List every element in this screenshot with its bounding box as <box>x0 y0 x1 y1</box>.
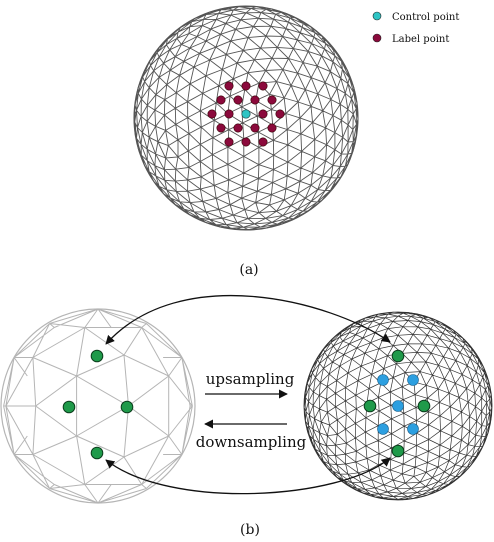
upsampled-point <box>377 374 389 386</box>
label-point <box>207 109 217 119</box>
label-point <box>241 81 251 91</box>
sphere-outline <box>133 5 359 231</box>
label-point <box>241 137 251 147</box>
coarse-vertex-point <box>62 400 76 414</box>
fine-vertex-point <box>363 399 377 413</box>
coarse-vertex-point <box>90 349 104 363</box>
label-point <box>224 137 234 147</box>
fine-vertex-point <box>391 444 405 458</box>
label-point <box>233 95 243 105</box>
label-point <box>258 137 268 147</box>
label-point <box>250 123 260 133</box>
label-point <box>216 95 226 105</box>
label-point <box>216 123 226 133</box>
upsampling-label: upsampling <box>206 370 295 388</box>
sphere-outline <box>303 311 493 501</box>
top-curved-arrow <box>105 294 391 345</box>
downsampling-label: downsampling <box>196 433 307 451</box>
panel-a: Control point Label point (a) <box>133 5 459 278</box>
label-point <box>224 81 234 91</box>
legend-control-label: Control point <box>392 12 459 23</box>
sphere-a-points <box>207 81 285 147</box>
sphere-b-fine-points <box>363 349 431 458</box>
upsampled-point <box>392 400 404 412</box>
legend-label-label: Label point <box>392 34 449 45</box>
fine-vertex-point <box>417 399 431 413</box>
mesh-edges <box>3 308 193 504</box>
coarse-vertex-point <box>120 400 134 414</box>
legend-control-marker <box>372 11 382 21</box>
label-point <box>258 81 268 91</box>
bottom-curved-arrow <box>105 457 391 495</box>
sphere-outline <box>0 308 196 504</box>
legend: Control point Label point <box>372 11 459 45</box>
upsampled-point <box>377 423 389 435</box>
label-point <box>267 123 277 133</box>
caption-a: (a) <box>239 262 258 278</box>
upsampled-point <box>407 374 419 386</box>
caption-b: (b) <box>240 522 260 538</box>
label-point <box>233 123 243 133</box>
coarse-vertex-point <box>90 446 104 460</box>
sphere-a-mesh <box>133 5 359 231</box>
label-point <box>250 95 260 105</box>
control-point <box>241 109 251 119</box>
label-point <box>267 95 277 105</box>
upsampled-point <box>407 423 419 435</box>
sphere-b-coarse-points <box>62 349 134 460</box>
label-point <box>224 109 234 119</box>
sphere-b-coarse-mesh <box>0 308 196 504</box>
panel-b: upsampling downsampling (b) <box>0 294 493 538</box>
legend-label-marker <box>372 33 382 43</box>
label-point <box>258 109 268 119</box>
label-point <box>275 109 285 119</box>
fine-vertex-point <box>391 349 405 363</box>
